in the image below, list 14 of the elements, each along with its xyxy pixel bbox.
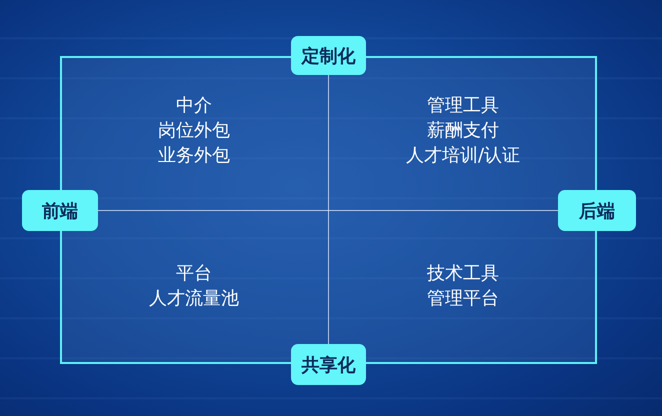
- axis-tag: 前端: [22, 190, 98, 231]
- quadrant-item: 中介: [176, 95, 212, 117]
- quadrant-item: 薪酬支付: [427, 120, 499, 142]
- quadrant-item: 人才培训/认证: [406, 145, 520, 167]
- quadrant-item: 人才流量池: [149, 288, 239, 310]
- quadrant-item: 管理工具: [427, 95, 499, 117]
- quadrant-item: 管理平台: [427, 288, 499, 310]
- quadrant-item: 平台: [176, 263, 212, 285]
- quadrant-item: 技术工具: [427, 263, 499, 285]
- axis-tag: 后端: [558, 190, 636, 231]
- quadrant-item: 业务外包: [158, 145, 230, 167]
- quadrant-item: 岗位外包: [158, 120, 230, 142]
- axis-tag: 共享化: [291, 344, 366, 385]
- axis-tag: 定制化: [291, 36, 366, 75]
